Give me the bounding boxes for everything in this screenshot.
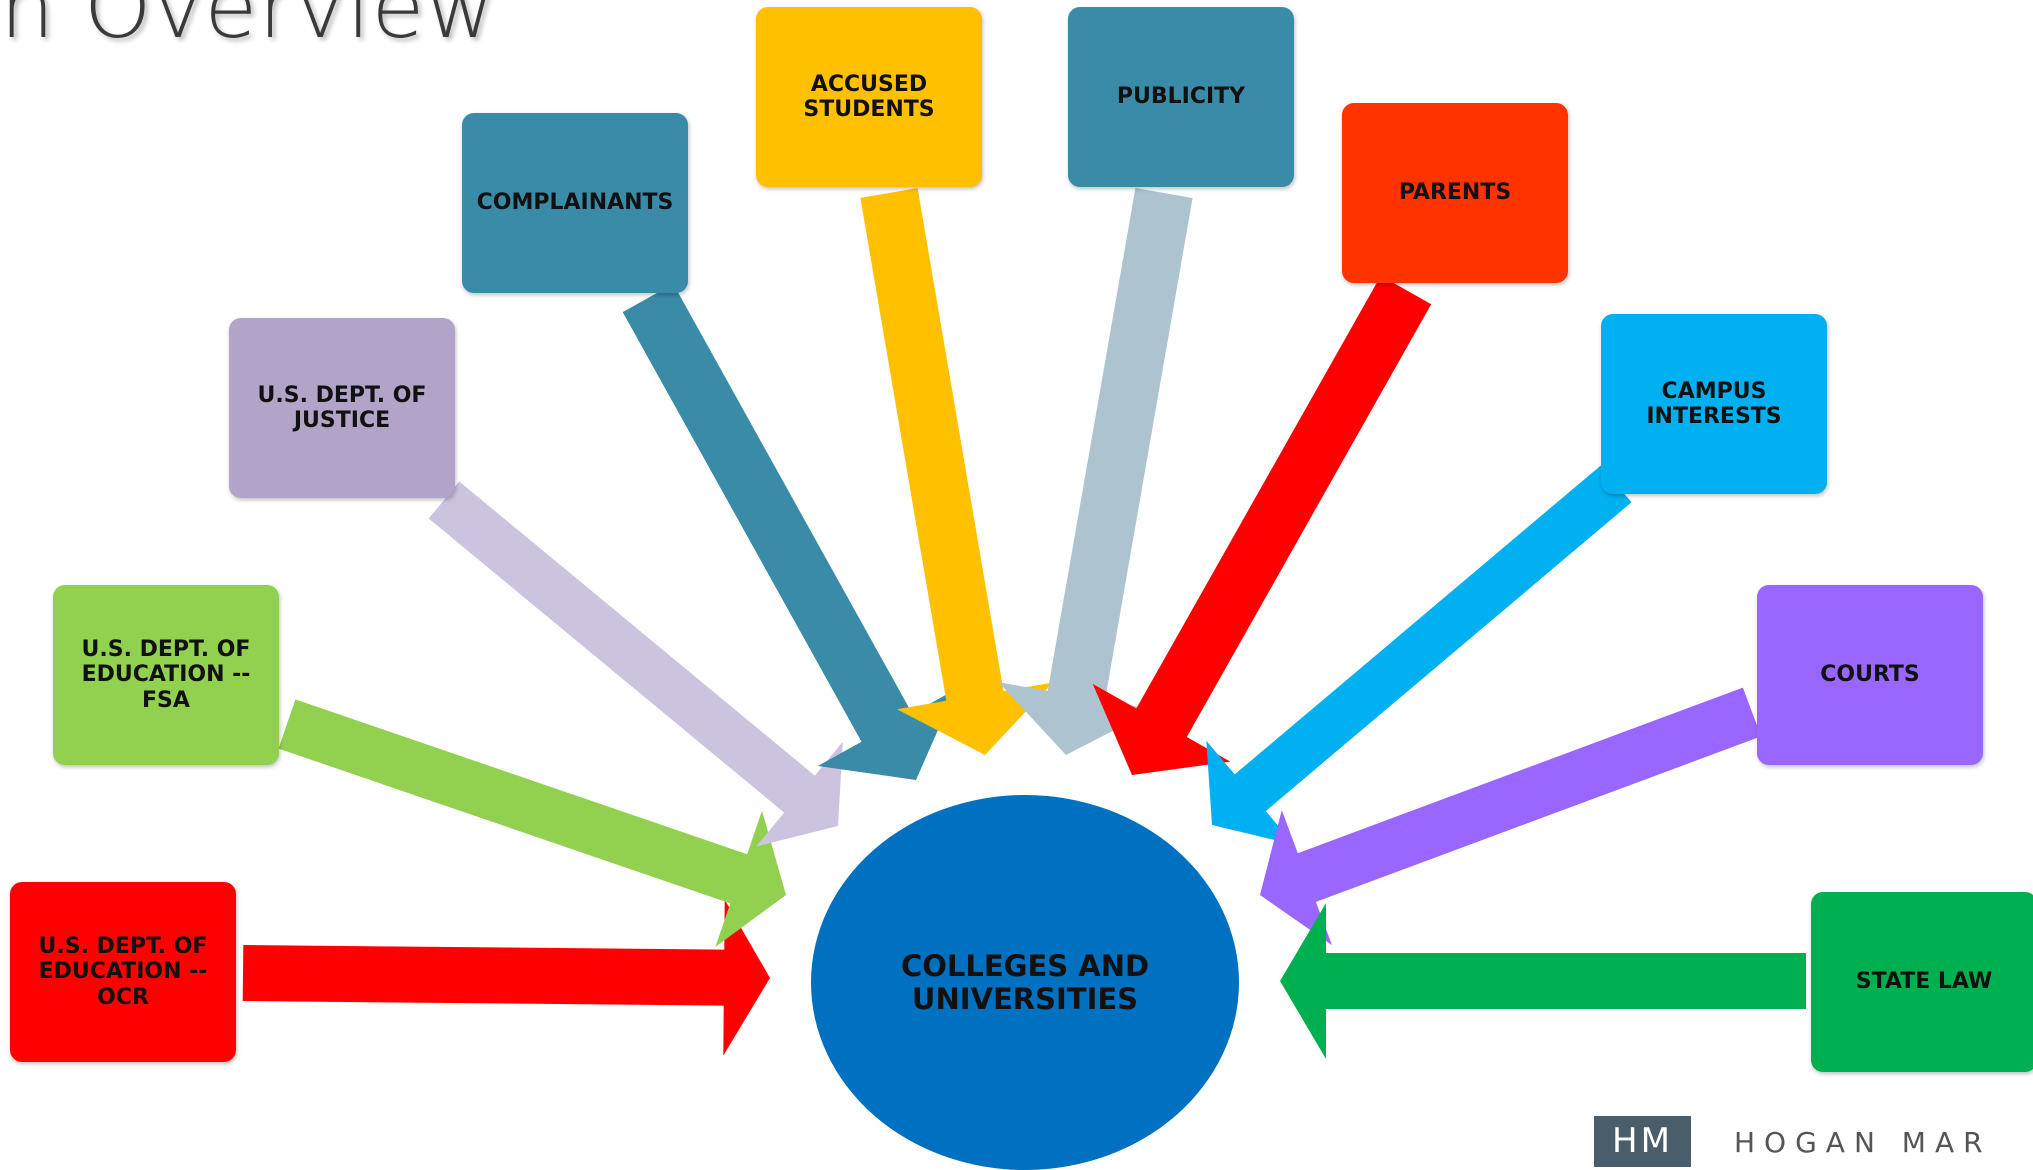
- stakeholder-box-complainants: COMPLAINANTS: [462, 113, 688, 293]
- arrow-7: [1206, 465, 1632, 845]
- stakeholder-box-campus-interests: CAMPUS INTERESTS: [1601, 314, 1827, 494]
- stakeholder-box-justice: U.S. DEPT. OF JUSTICE: [229, 318, 455, 498]
- arrow-3: [622, 283, 956, 780]
- arrow-4: [860, 188, 1053, 756]
- stakeholder-box-parents: PARENTS: [1342, 103, 1568, 283]
- stakeholder-box-ocr: U.S. DEPT. OF EDUCATION -- OCR: [10, 882, 236, 1062]
- stakeholder-label: U.S. DEPT. OF EDUCATION -- FSA: [81, 637, 251, 713]
- firm-logo: HM HOGAN MAR: [1594, 1116, 2033, 1167]
- logo-mark: HM: [1594, 1116, 1691, 1167]
- center-circle-colleges: COLLEGES AND UNIVERSITIES: [811, 795, 1239, 1170]
- stakeholder-label: U.S. DEPT. OF JUSTICE: [257, 382, 427, 433]
- stakeholder-box-courts: COURTS: [1757, 585, 1983, 765]
- stakeholder-label: COMPLAINANTS: [476, 190, 674, 216]
- arrow-6: [1092, 275, 1432, 775]
- slide-title: n Overview: [0, 0, 497, 58]
- stakeholder-label: PARENTS: [1398, 180, 1512, 206]
- stakeholder-label: U.S. DEPT. OF EDUCATION -- OCR: [38, 934, 208, 1010]
- logo-text: HOGAN MAR: [1734, 1126, 1992, 1159]
- stakeholder-label: PUBLICITY: [1116, 84, 1246, 110]
- arrow-8: [1260, 687, 1762, 946]
- arrow-1: [278, 699, 786, 947]
- stakeholder-box-accused-students: ACCUSED STUDENTS: [756, 7, 982, 187]
- arrow-9: [1280, 903, 1806, 1059]
- arrow-2: [428, 481, 843, 847]
- stakeholder-label: CAMPUS INTERESTS: [1646, 378, 1782, 429]
- stakeholder-box-fsa: U.S. DEPT. OF EDUCATION -- FSA: [53, 585, 279, 765]
- arrow-0: [242, 899, 770, 1056]
- stakeholder-box-publicity: PUBLICITY: [1068, 7, 1294, 187]
- stakeholder-label: ACCUSED STUDENTS: [803, 71, 935, 122]
- stakeholder-box-state-law: STATE LAW: [1811, 892, 2033, 1072]
- stakeholder-label: COURTS: [1820, 662, 1920, 688]
- stakeholder-label: STATE LAW: [1855, 969, 1993, 995]
- center-label: COLLEGES AND UNIVERSITIES: [900, 949, 1150, 1016]
- arrow-5: [998, 188, 1193, 755]
